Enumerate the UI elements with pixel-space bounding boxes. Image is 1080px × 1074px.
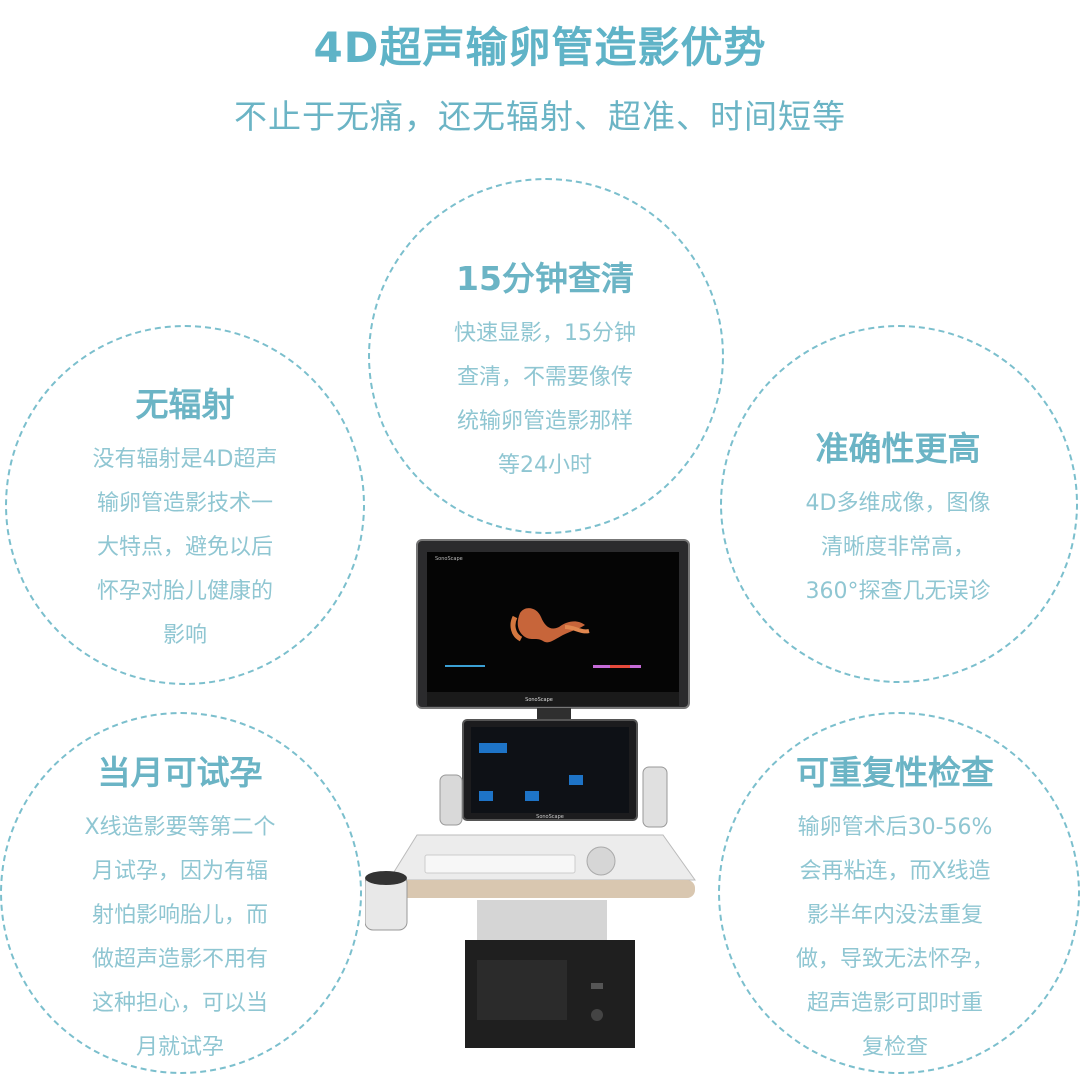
feature-line: 复检查 [861,1035,928,1060]
feature-line: 清晰度非常高， [820,535,975,560]
feature-line: 没有辐射是4D超声 [92,447,278,472]
page-title: 4D超声输卵管造影优势 [313,23,767,72]
feature-line: 月试孕，因为有辐 [91,859,268,884]
feature-line: 输卵管造影技术一 [96,491,273,516]
feature-line: 影响 [162,623,207,648]
feature-line: 4D多维成像，图像 [805,491,991,516]
feature-line: 影半年内没法重复 [806,903,983,928]
feature-line: 360°探查几无误诊 [805,579,991,604]
feature-line: 月就试孕 [135,1035,224,1060]
feature-line: 做，导致无法怀孕， [795,947,994,972]
feature-same-month: 当月可试孕 X线造影要等第二个 月试孕，因为有辐 射怕影响胎儿，而 做超声造影不… [30,746,330,1070]
feature-title: 当月可试孕 [97,753,263,792]
ultrasound-machine-image: SonoScape SonoScape SonoScape [364,535,715,1055]
feature-line: 会再粘连，而X线造 [799,859,991,884]
circle-15min [368,178,724,534]
ultrasound-machine-illustration: SonoScape SonoScape SonoScape [364,539,696,1048]
circle-no-radiation [5,325,365,685]
feature-line: 快速显影，15分钟 [454,321,636,346]
circle-accuracy [720,325,1078,683]
monitor-brand-label: SonoScape [435,556,463,562]
circle-same-month [0,712,362,1074]
feature-line: 输卵管术后30-56% [797,815,993,840]
feature-line: X线造影要等第二个 [84,815,276,840]
feature-title: 无辐射 [135,385,235,424]
feature-title: 15分钟查清 [456,259,634,298]
feature-line: 等24小时 [498,453,592,478]
feature-line: 射怕影响胎儿，而 [91,903,268,928]
feature-line: 做超声造影不用有 [91,947,268,972]
feature-title: 可重复性检查 [796,753,994,792]
feature-no-radiation: 无辐射 没有辐射是4D超声 输卵管造影技术一 大特点，避免以后 怀孕对胎儿健康的… [35,378,335,658]
feature-title: 准确性更高 [815,429,981,468]
feature-line: 超声造影可即时重 [806,991,983,1016]
circle-repeatable [718,712,1080,1074]
page-subtitle: 不止于无痛，还无辐射、超准、时间短等 [234,97,846,136]
feature-line: 统输卵管造影那样 [456,409,633,434]
feature-repeatable: 可重复性检查 输卵管术后30-56% 会再粘连，而X线造 影半年内没法重复 做，… [745,746,1045,1070]
panel-brand-label: SonoScape [536,814,564,820]
feature-line: 大特点，避免以后 [96,535,273,560]
feature-line: 这种担心，可以当 [91,991,268,1016]
feature-line: 查清，不需要像传 [456,365,633,390]
monitor-bottom-brand: SonoScape [525,697,553,703]
feature-15min: 15分钟查清 快速显影，15分钟 查清，不需要像传 统输卵管造影那样 等24小时 [395,252,695,488]
feature-line: 怀孕对胎儿健康的 [96,579,273,604]
feature-accuracy: 准确性更高 4D多维成像，图像 清晰度非常高， 360°探查几无误诊 [748,422,1048,614]
